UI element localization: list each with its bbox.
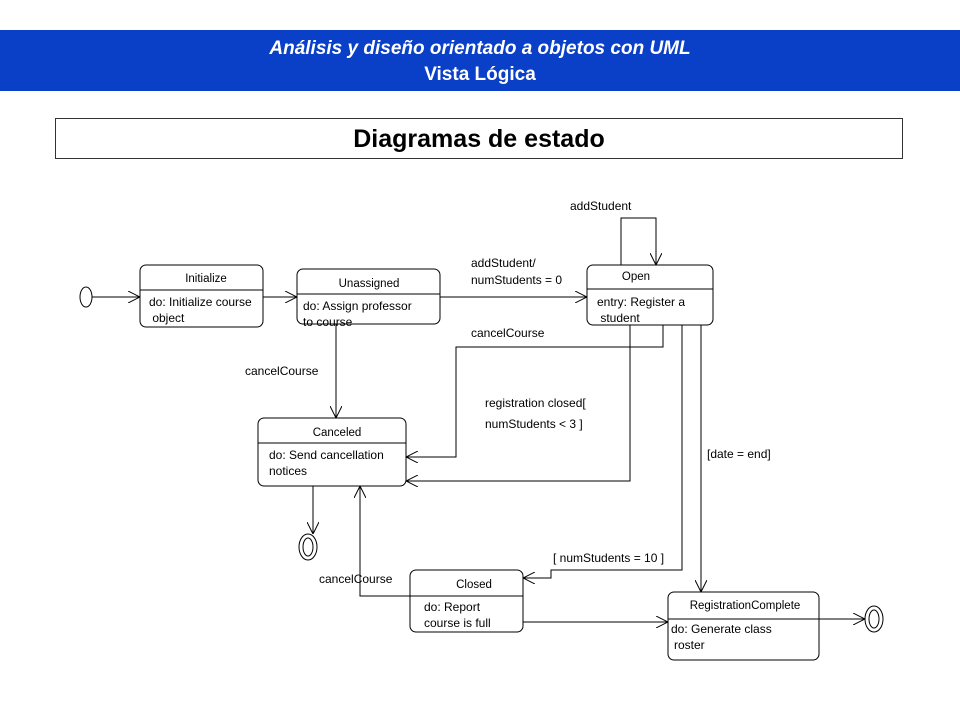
label-cancel-course-open: cancelCourse [471, 326, 545, 340]
state-canceled-activity: do: Send cancellation [269, 448, 384, 462]
label-add-student-self: addStudent [570, 199, 632, 213]
label-date-end: [date = end] [707, 447, 771, 461]
state-unassigned-activity: do: Assign professor [303, 299, 412, 313]
transition-open-to-canceled [406, 325, 664, 457]
state-initialize-name: Initialize [185, 273, 227, 285]
state-registration-complete-activity-cont: roster [674, 638, 705, 652]
state-closed: Closed do: Report course is full [409, 569, 524, 633]
label-cancel-course-unassigned: cancelCourse [245, 364, 319, 378]
state-closed-activity-cont: course is full [424, 616, 491, 630]
state-open-name: Open [622, 271, 650, 283]
final-state-complete [864, 605, 884, 633]
label-registration-closed: registration closed[ [485, 396, 586, 410]
state-registration-complete: RegistrationComplete do: Generate class … [667, 591, 820, 661]
state-initialize: Initialize do: Initialize course object [139, 264, 264, 328]
label-add-student: addStudent/ [471, 256, 536, 270]
state-open-activity-cont: student [597, 311, 640, 325]
state-registration-complete-activity: do: Generate class [671, 622, 772, 636]
state-canceled-activity-cont: notices [269, 464, 307, 478]
state-unassigned: Unassigned do: Assign professor to cours… [296, 268, 441, 329]
state-unassigned-activity-cont: to course [303, 315, 353, 329]
transition-open-to-closed [523, 325, 683, 578]
header-banner: Análisis y diseño orientado a objetos co… [0, 30, 960, 91]
state-unassigned-name: Unassigned [339, 278, 400, 290]
page-title-box: Diagramas de estado [55, 118, 903, 159]
state-initialize-activity-cont: object [149, 311, 185, 325]
state-canceled-name: Canceled [313, 427, 362, 439]
state-open: Open entry: Register a student [586, 264, 714, 326]
transition-closed-to-canceled [360, 486, 410, 597]
state-initialize-activity: do: Initialize course [149, 295, 252, 309]
state-registration-complete-name: RegistrationComplete [690, 600, 801, 612]
transition-open-self [620, 217, 656, 265]
final-state-canceled [298, 533, 318, 561]
label-num-students-zero: numStudents = 0 [471, 273, 562, 287]
label-cancel-course-closed: cancelCourse [319, 572, 393, 586]
state-open-activity: entry: Register a [597, 295, 685, 309]
label-num-students-10: [ numStudents = 10 ] [553, 551, 664, 565]
header-line1: Análisis y diseño orientado a objetos co… [269, 38, 691, 59]
page-title: Diagramas de estado [353, 125, 605, 153]
state-canceled: Canceled do: Send cancellation notices [257, 417, 407, 487]
transition-registration-closed [406, 325, 631, 481]
state-closed-name: Closed [456, 579, 492, 591]
header-line2: Vista Lógica [424, 64, 536, 85]
initial-state [79, 286, 93, 308]
state-closed-activity: do: Report [424, 600, 481, 614]
label-num-students-less-3: numStudents < 3 ] [485, 417, 583, 431]
